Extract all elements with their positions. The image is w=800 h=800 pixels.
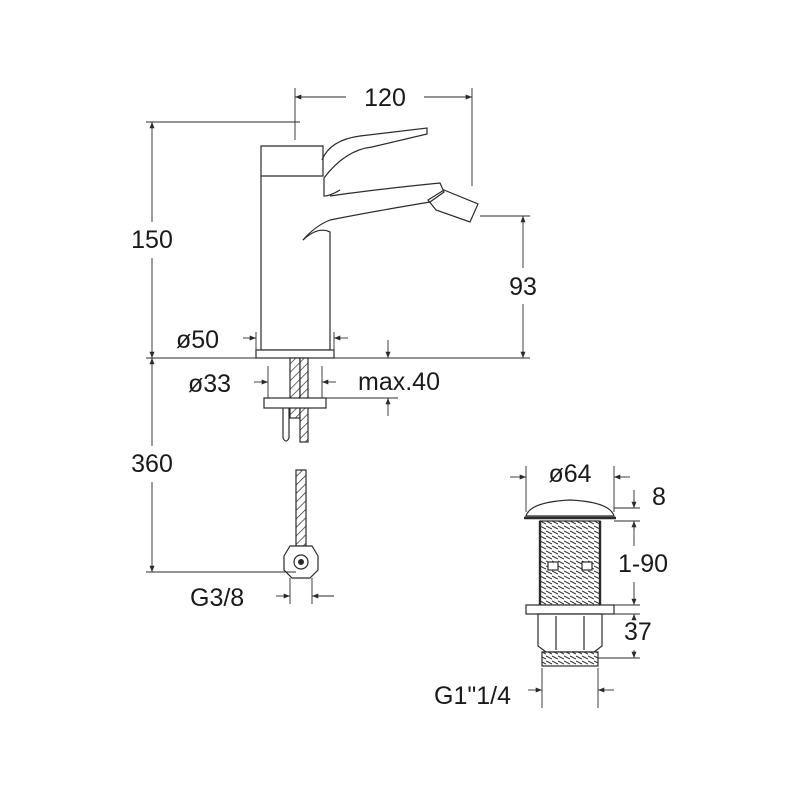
drain-bottom-thread (541, 651, 599, 667)
drain-dimensions: ø64 8 1-90 37 G1"1/4 (434, 460, 668, 710)
adjust-range-label: 1-90 (618, 550, 668, 578)
max-thickness-label: max.40 (358, 368, 440, 396)
drain-thread-label: G1"1/4 (434, 682, 511, 710)
faucet-dimensions: 120 150 93 ø50 ø33 max.40 360 (131, 84, 537, 612)
hose-length-label: 360 (131, 450, 173, 478)
faucet-nozzle (427, 189, 479, 223)
faucet-lever (321, 127, 428, 197)
pop-up-drain (524, 499, 616, 667)
width-label: 120 (364, 84, 406, 112)
faucet-body (260, 178, 331, 351)
nut-height-label: 37 (624, 618, 652, 646)
cap-height-label: 8 (652, 483, 666, 511)
mounting-washer (263, 397, 327, 409)
hole-diameter-label: ø33 (188, 370, 231, 398)
cap-diameter-label: ø64 (548, 460, 591, 488)
drain-cap (525, 499, 615, 517)
faucet-spout (302, 182, 445, 241)
inlet-hose-lower (295, 469, 307, 547)
faucet-base-plate (255, 349, 335, 359)
hose-thread-label: G3/8 (190, 584, 244, 612)
base-diameter-label: ø50 (176, 326, 219, 354)
spout-height-label: 93 (509, 273, 537, 301)
height-label: 150 (131, 226, 173, 254)
faucet-lever-base (260, 145, 324, 178)
drain-flange (525, 604, 615, 615)
drain-nut (537, 613, 603, 653)
inlet-hose-upper (289, 357, 301, 419)
faucet (146, 127, 530, 579)
